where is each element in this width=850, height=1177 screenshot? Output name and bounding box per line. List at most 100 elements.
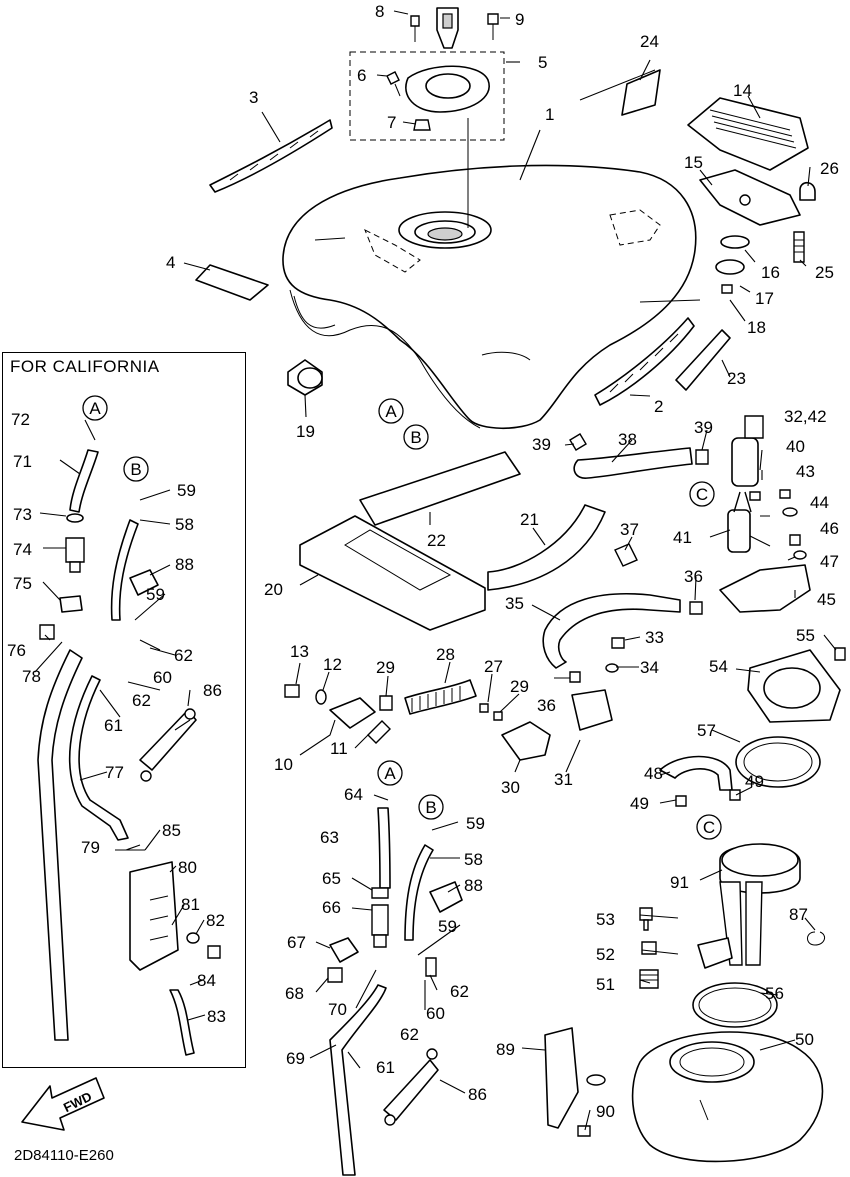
callout-9: 9 [515, 10, 524, 29]
callout-62-mid: 62 [450, 982, 469, 1001]
fuel-hose [542, 543, 703, 669]
callout-64: 64 [344, 785, 363, 804]
callout-52: 52 [596, 945, 615, 964]
callout-39-b: 39 [694, 418, 713, 437]
callout-88-ca: 88 [175, 555, 194, 574]
callout-85: 85 [162, 821, 181, 840]
callout-59-ca: 59 [177, 481, 196, 500]
connector-b-label: B [410, 428, 421, 447]
connector-c-bubble-2 [696, 814, 722, 840]
callout-60-mid: 60 [426, 1004, 445, 1023]
callout-49-b: 49 [745, 772, 764, 791]
callout-80: 80 [178, 858, 197, 877]
callout-36-b: 36 [537, 696, 556, 715]
connector-a-bubble [378, 398, 404, 424]
callout-3: 3 [249, 88, 258, 107]
fuel-pump-assembly [639, 647, 846, 1028]
callout-61-ca: 61 [104, 716, 123, 735]
callout-67: 67 [287, 933, 306, 952]
connector-c-label-2: C [703, 818, 715, 837]
callout-54: 54 [709, 657, 728, 676]
callout-29: 29 [376, 658, 395, 677]
callout-28: 28 [436, 645, 455, 664]
callout-40: 40 [786, 437, 805, 456]
connector-bubbles: A B C C A B A B [82, 395, 722, 840]
connector-c-label: C [696, 485, 708, 504]
callout-10: 10 [274, 755, 293, 774]
connector-b-bubble-3 [123, 456, 149, 482]
callout-70: 70 [328, 1000, 347, 1019]
connector-a-label: A [385, 402, 397, 421]
callout-59-ca-b: 59 [146, 585, 165, 604]
callout-65: 65 [322, 869, 341, 888]
callout-26: 26 [820, 159, 839, 178]
callout-60-ca: 60 [153, 668, 172, 687]
callout-81: 81 [181, 895, 200, 914]
callout-57: 57 [697, 721, 716, 740]
callout-38: 38 [618, 430, 637, 449]
callout-79: 79 [81, 838, 100, 857]
breather-hoses [327, 807, 463, 1176]
callout-37: 37 [620, 520, 639, 539]
callout-84: 84 [197, 971, 216, 990]
callout-4: 4 [166, 253, 175, 272]
callout-62-ca-b: 62 [132, 691, 151, 710]
callout-71: 71 [13, 452, 32, 471]
callout-15: 15 [684, 153, 703, 172]
callout-77: 77 [105, 763, 124, 782]
fwd-arrow-icon: FWD [21, 1077, 105, 1131]
callout-36: 36 [684, 567, 703, 586]
connector-b-label-2: B [425, 798, 436, 817]
connector-a-label-3: A [89, 399, 101, 418]
callout-88-mid: 88 [464, 876, 483, 895]
california-inset-title: FOR CALIFORNIA [10, 357, 160, 376]
callout-66: 66 [322, 898, 341, 917]
callout-50: 50 [795, 1030, 814, 1049]
callout-47: 47 [820, 552, 839, 571]
emblem-left [209, 119, 333, 193]
callout-12: 12 [323, 655, 342, 674]
callout-59-mid-b: 59 [438, 917, 457, 936]
callout-14: 14 [733, 81, 752, 100]
callout-72: 72 [11, 410, 30, 429]
connector-a-label-2: A [384, 764, 396, 783]
callout-61-mid: 61 [376, 1058, 395, 1077]
callout-18: 18 [747, 318, 766, 337]
callout-17: 17 [755, 289, 774, 308]
callout-87: 87 [789, 905, 808, 924]
callout-32-42: 32,42 [784, 407, 827, 426]
callout-5: 5 [538, 53, 547, 72]
part-callouts: 1 2 3 4 5 6 7 8 9 10 11 12 13 14 15 16 1… [7, 2, 839, 1121]
callout-8: 8 [375, 2, 384, 21]
callout-90: 90 [596, 1102, 615, 1121]
callout-62-ca: 62 [174, 646, 193, 665]
connector-a-bubble-2 [377, 760, 403, 786]
callout-34: 34 [640, 658, 659, 677]
connector-a-bubble-3 [82, 395, 108, 421]
callout-58-ca: 58 [175, 515, 194, 534]
callout-23: 23 [727, 369, 746, 388]
callout-29-b: 29 [510, 677, 529, 696]
callout-44: 44 [810, 493, 829, 512]
callout-73: 73 [13, 505, 32, 524]
tank-bottom-plate [544, 1027, 824, 1163]
connector-b-bubble-2 [418, 794, 444, 820]
callout-35: 35 [505, 594, 524, 613]
callout-19: 19 [296, 422, 315, 441]
callout-78: 78 [22, 667, 41, 686]
callout-51: 51 [596, 975, 615, 994]
callout-6: 6 [357, 66, 366, 85]
callout-13: 13 [290, 642, 309, 661]
callout-91: 91 [670, 873, 689, 892]
callout-30: 30 [501, 778, 520, 797]
leader-lines [34, 10, 837, 1131]
callout-1: 1 [545, 105, 554, 124]
callout-39: 39 [532, 435, 551, 454]
emblem-right [594, 299, 731, 406]
callout-62-mid-b: 62 [400, 1025, 419, 1044]
tank-damper [287, 359, 323, 396]
connector-b-label-3: B [130, 460, 141, 479]
callout-41: 41 [673, 528, 692, 547]
callout-56: 56 [765, 984, 784, 1003]
